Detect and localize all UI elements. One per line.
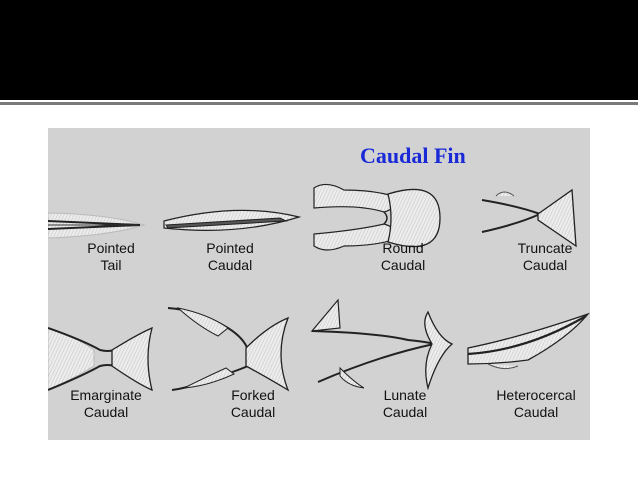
caption-round-caudal: Round Caudal — [343, 240, 463, 274]
caption-line: Lunate — [383, 387, 427, 403]
pointed-caudal-drawing — [163, 209, 302, 231]
truncate-caudal-drawing — [481, 188, 577, 248]
caption-line: Emarginate — [70, 387, 142, 403]
caption-line: Forked — [231, 387, 275, 403]
caption-forked-caudal: Forked Caudal — [193, 387, 313, 421]
caption-line: Caudal — [230, 404, 276, 420]
caption-pointed-tail: Pointed Tail — [51, 240, 171, 274]
pointed-tail-drawing — [48, 212, 146, 239]
divider-white — [0, 100, 638, 102]
caption-line: Caudal — [207, 257, 253, 273]
diagram-title: Caudal Fin — [360, 143, 466, 168]
title-band — [0, 0, 638, 100]
caption-line: Caudal — [382, 404, 428, 420]
caption-truncate-caudal: Truncate Caudal — [485, 240, 605, 274]
caption-line: Caudal — [522, 257, 568, 273]
caption-heterocercal-caudal: Heterocercal Caudal — [476, 387, 596, 421]
caption-line: Caudal — [513, 404, 559, 420]
caption-line: Heterocercal — [496, 387, 576, 403]
forked-caudal-drawing — [167, 307, 290, 392]
lunate-caudal-drawing — [310, 298, 454, 391]
caption-line: Tail — [100, 257, 122, 273]
caption-line: Caudal — [83, 404, 129, 420]
emarginate-caudal-drawing — [48, 326, 153, 392]
caption-line: Round — [382, 240, 424, 256]
caption-pointed-caudal: Pointed Caudal — [170, 240, 290, 274]
round-caudal-drawing — [313, 183, 441, 251]
caption-line: Caudal — [380, 257, 426, 273]
caption-line: Pointed — [206, 240, 254, 256]
caption-line: Truncate — [517, 240, 573, 256]
caudal-fin-diagram: Caudal Fin Pointed Tail Pointed Caudal R… — [48, 128, 590, 440]
caption-lunate-caudal: Lunate Caudal — [345, 387, 465, 421]
heterocercal-caudal-drawing — [467, 312, 590, 370]
divider-gray — [0, 102, 638, 105]
caption-emarginate-caudal: Emarginate Caudal — [46, 387, 166, 421]
fin-drawings — [48, 183, 590, 392]
caption-line: Pointed — [87, 240, 135, 256]
